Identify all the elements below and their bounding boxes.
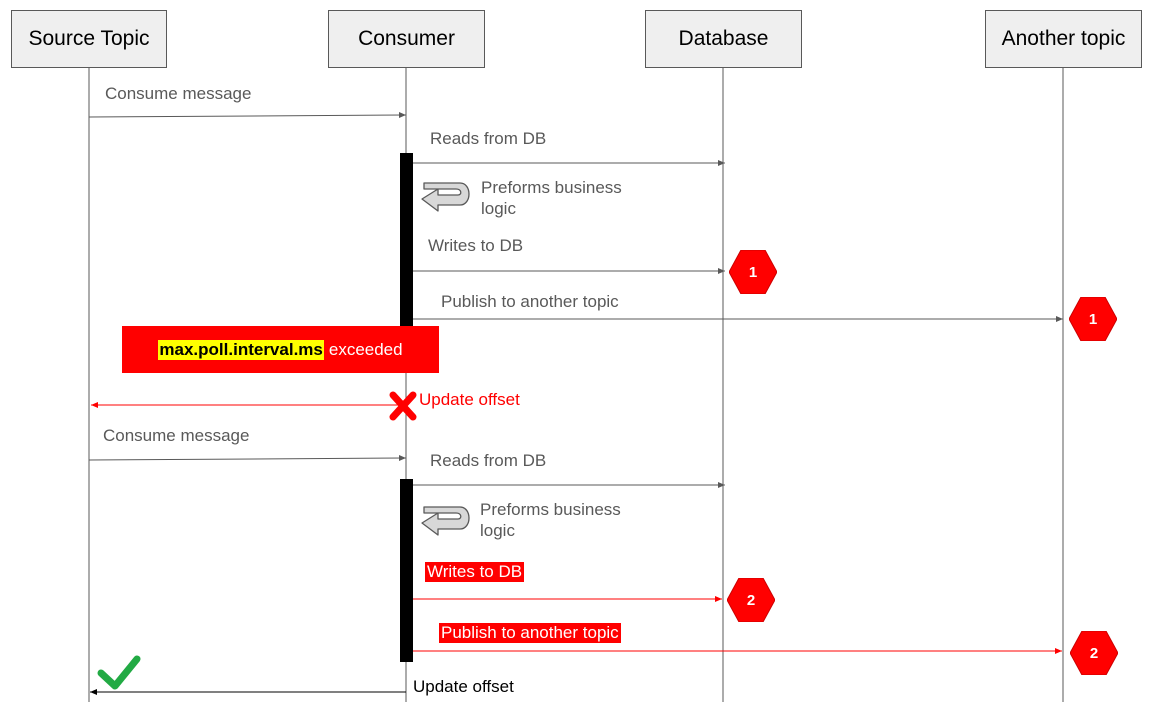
marker-hexagon-db-1: 1 <box>729 250 777 294</box>
participant-another-topic: Another topic <box>985 10 1142 68</box>
cross-icon <box>389 391 417 421</box>
label-consume-message-1: Consume message <box>105 84 252 103</box>
participant-source-topic-label: Source Topic <box>28 27 150 50</box>
arrow-consume-message-1 <box>88 112 407 119</box>
label-writes-to-db-1: Writes to DB <box>428 236 524 255</box>
marker-hexagon-topic-1: 1 <box>1069 297 1117 341</box>
label-publish-1: Publish to another topic <box>441 292 619 311</box>
participant-database: Database <box>645 10 802 68</box>
activation-bar-2 <box>400 479 413 662</box>
label-business-logic-1: Preforms business logic <box>481 178 622 218</box>
participant-another-topic-label: Another topic <box>1001 27 1126 50</box>
label-update-offset-success: Update offset <box>413 677 514 696</box>
activation-bar-1 <box>400 153 413 328</box>
marker-hexagon-db-2-label: 2 <box>746 591 756 609</box>
checkmark-icon <box>97 655 141 690</box>
participant-consumer-label: Consumer <box>358 27 455 50</box>
participant-source-topic: Source Topic <box>11 10 167 68</box>
label-business-logic-2: Preforms business logic <box>480 500 621 540</box>
label-consume-message-2: Consume message <box>103 426 250 445</box>
label-reads-from-db-1: Reads from DB <box>430 129 547 148</box>
arrow-consume-message-2 <box>88 455 407 462</box>
self-call-loop-icon-1 <box>421 182 470 212</box>
label-update-offset-failed: Update offset <box>419 390 520 409</box>
marker-hexagon-db-1-label: 1 <box>748 263 758 281</box>
label-writes-to-db-2: Writes to DB <box>425 562 525 582</box>
marker-hexagon-topic-2: 2 <box>1070 631 1118 675</box>
self-call-loop-icon-2 <box>421 506 470 536</box>
label-reads-from-db-2: Reads from DB <box>430 451 547 470</box>
label-publish-2: Publish to another topic <box>439 623 621 643</box>
participant-consumer: Consumer <box>328 10 485 68</box>
marker-hexagon-topic-1-label: 1 <box>1088 310 1098 328</box>
marker-hexagon-topic-2-label: 2 <box>1089 644 1099 662</box>
participant-database-label: Database <box>678 27 769 50</box>
marker-hexagon-db-2: 2 <box>727 578 775 622</box>
poll-timeout-suffix: exceeded <box>328 339 403 359</box>
poll-interval-param: max.poll.interval.ms <box>158 339 324 360</box>
